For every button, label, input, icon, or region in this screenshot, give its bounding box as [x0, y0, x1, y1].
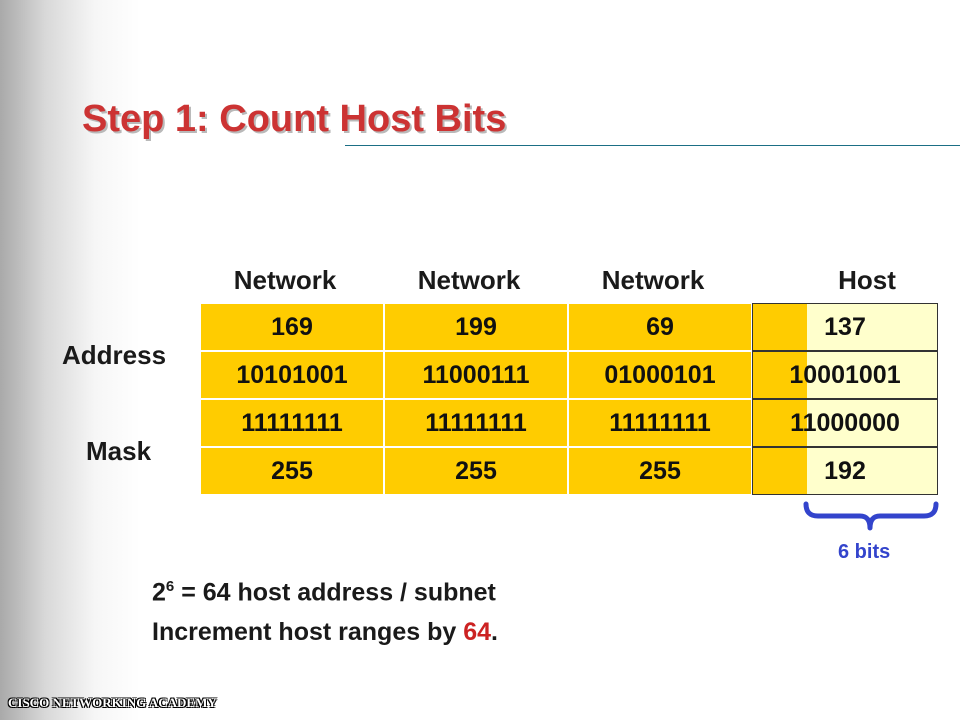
mask-binary-octet-4: 11000000: [752, 399, 938, 447]
mask-decimal-octet-2: 255: [384, 447, 568, 495]
address-binary-octet-4: 10001001: [752, 351, 938, 399]
increment-period: .: [491, 618, 498, 646]
address-decimal-octet-2: 199: [384, 303, 568, 351]
mask-binary-octet-2: 11111111: [384, 399, 568, 447]
exponent: 6: [165, 578, 175, 595]
address-mask-table: 169 199 69 137 10101001 11000111 0100010…: [200, 303, 938, 497]
column-header-network-2: Network: [417, 265, 521, 295]
mask-binary-octet-1: 11111111: [200, 399, 384, 447]
address-binary-octet-2: 11000111: [384, 351, 568, 399]
mask-decimal-octet-1: 255: [200, 447, 384, 495]
address-decimal-octet-3: 69: [568, 303, 752, 351]
host-count-text: = 64 host address / subnet: [174, 578, 496, 607]
increment-text: Increment host ranges by: [152, 618, 464, 646]
host-bits-brace-icon: [803, 501, 939, 531]
address-binary-octet-1: 10101001: [200, 351, 384, 399]
column-header-network-3: Network: [601, 265, 705, 295]
row-label-mask: Mask: [86, 436, 152, 466]
title-underline: [345, 145, 960, 146]
host-bits-label: 6 bits: [838, 541, 891, 563]
row-label-address: Address: [62, 340, 167, 370]
mask-decimal-octet-3: 255: [568, 447, 752, 495]
increment-value: 64: [463, 618, 492, 646]
column-header-network-1: Network: [233, 265, 337, 295]
increment-note: Increment host ranges by 64.: [152, 618, 498, 647]
host-count-note: 26 = 64 host address / subnet: [152, 578, 496, 607]
exponent-base: 2: [152, 578, 166, 607]
column-header-host: Host: [838, 265, 896, 295]
address-decimal-octet-1: 169: [200, 303, 384, 351]
mask-binary-octet-3: 11111111: [568, 399, 752, 447]
mask-decimal-octet-4: 192: [752, 447, 938, 495]
address-decimal-octet-4: 137: [752, 303, 938, 351]
slide-title: Step 1: Count Host Bits: [82, 98, 507, 140]
address-binary-octet-3: 01000101: [568, 351, 752, 399]
footer-branding: CISCO NETWORKING ACADEMY: [8, 695, 217, 710]
